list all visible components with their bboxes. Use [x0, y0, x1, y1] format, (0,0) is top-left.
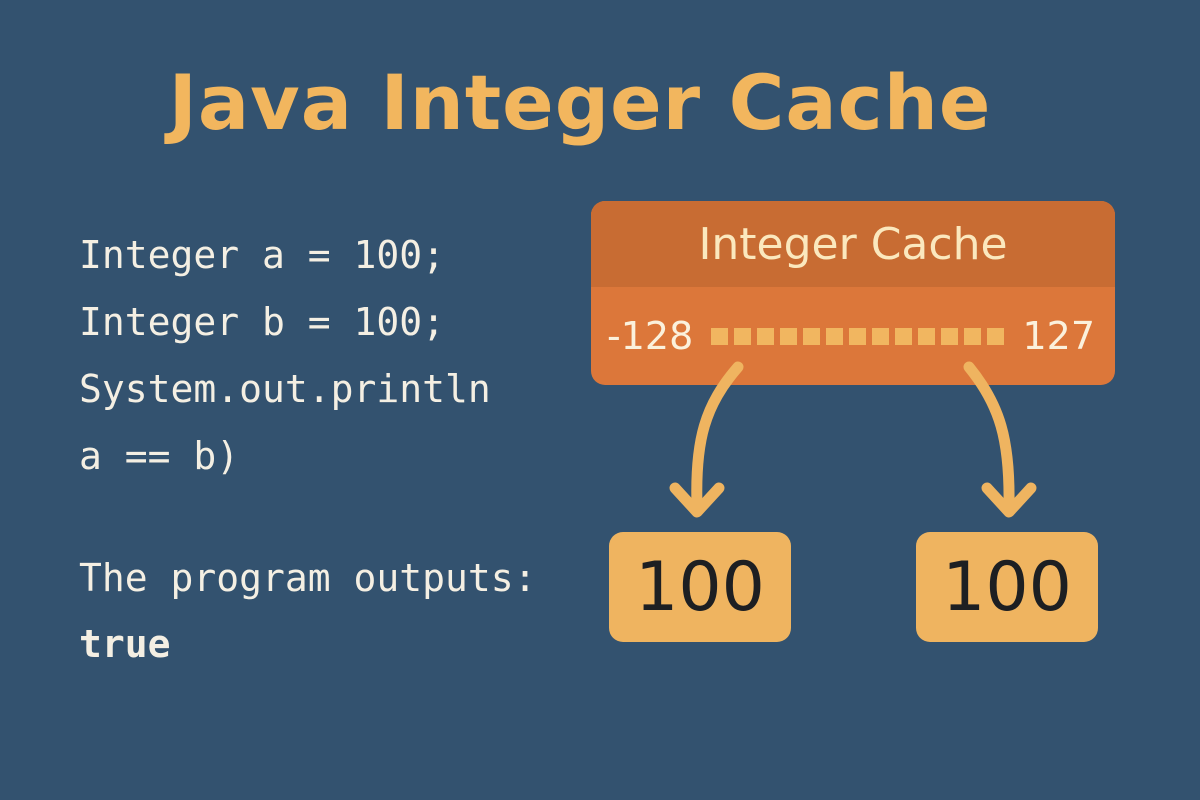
code-line: Integer a = 100; — [79, 233, 446, 277]
cache-slot — [803, 327, 821, 345]
cache-slots — [693, 327, 1022, 345]
cache-slot — [780, 327, 798, 345]
cache-slot — [872, 327, 890, 345]
value-box-b: 100 — [916, 532, 1098, 642]
value-box-a: 100 — [609, 532, 791, 642]
cache-slot — [987, 327, 1005, 345]
cache-title: Integer Cache — [591, 201, 1115, 287]
cache-slot — [895, 327, 913, 345]
cache-slot — [826, 327, 844, 345]
cache-range: -128 127 — [591, 287, 1115, 385]
cache-slot — [918, 327, 936, 345]
arrow-right-icon — [963, 361, 1015, 511]
code-line: Integer b = 100; — [79, 300, 446, 344]
code-line: a == b) — [79, 434, 240, 478]
cache-slot — [757, 327, 775, 345]
integer-cache-box: Integer Cache -128 127 — [591, 201, 1115, 385]
cache-slot — [734, 327, 752, 345]
output-label: The program outputs: — [79, 556, 537, 600]
range-min: -128 — [607, 314, 694, 358]
arrow-left-icon — [691, 361, 744, 511]
code-block: Integer a = 100; Integer b = 100; System… — [79, 222, 491, 490]
code-line: System.out.println — [79, 367, 491, 411]
cache-slot — [711, 327, 729, 345]
cache-slot — [941, 327, 959, 345]
range-max: 127 — [1022, 314, 1095, 358]
output-value: true — [79, 622, 171, 666]
cache-slot — [849, 327, 867, 345]
page-title: Java Integer Cache — [168, 58, 992, 147]
cache-slot — [964, 327, 982, 345]
